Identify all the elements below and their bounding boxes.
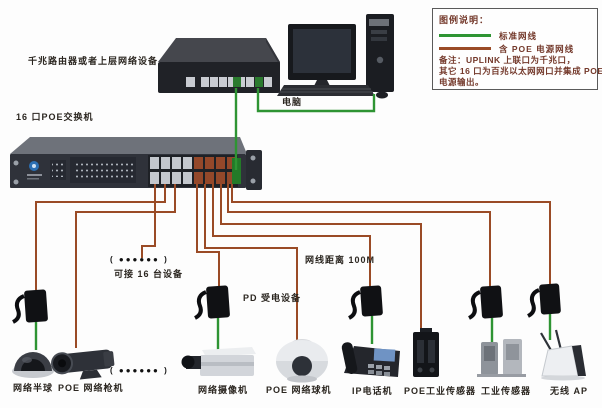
standard-cable-swatch xyxy=(439,34,491,37)
poe-cable-ap xyxy=(231,184,551,286)
uplink-port-icon xyxy=(232,158,241,184)
poe-cable-dome xyxy=(35,184,166,290)
router-device-icon xyxy=(158,38,280,93)
device-label-dome: 网络半球 xyxy=(13,383,54,393)
pd-adapter-icon xyxy=(527,283,561,318)
device-label-bullet: POE 网络枪机 xyxy=(58,383,124,393)
poe-cable-more-devices xyxy=(141,184,156,258)
poe-industrial-sensor-icon xyxy=(413,328,439,377)
device-label-poe-sensor: POE工业传感器 xyxy=(404,386,477,396)
legend-note-line2: 其它 16 口为百兆以太网网口并集成 POE xyxy=(439,66,602,76)
pd-adapter-icon xyxy=(194,285,230,320)
device-label-ipphone: IP电话机 xyxy=(352,386,393,396)
ip-phone-icon xyxy=(341,342,400,377)
bullet-camera-icon xyxy=(51,349,115,380)
computer-icon xyxy=(277,14,394,99)
pd-adapter-icon xyxy=(12,289,48,324)
poe-cable-ball xyxy=(204,184,298,342)
device-label-sensor: 工业传感器 xyxy=(481,386,532,396)
legend-note-line3: 电源输出。 xyxy=(439,77,485,87)
pd-adapter-icon xyxy=(348,285,383,320)
legend-item-standard: 标准网线 xyxy=(439,29,592,42)
poe-cable-bullet xyxy=(75,184,176,348)
poe-cable-boxcam xyxy=(196,184,220,288)
dome-camera-icon xyxy=(12,352,54,378)
capacity-label: 可接 16 台设备 xyxy=(114,269,184,279)
poe-switch-icon xyxy=(10,137,262,190)
poe-cable-ipphone xyxy=(212,184,371,288)
device-label-boxcam: 网络摄像机 xyxy=(198,385,249,395)
more-devices-dots: ( ●●●●●● ) xyxy=(110,255,169,264)
legend-title: 图例说明： xyxy=(439,15,490,25)
device-label-ball: POE 网络球机 xyxy=(266,385,332,395)
pd-device-label: PD 受电设备 xyxy=(243,293,302,303)
more-cameras-dots: ( ●●●●●● ) xyxy=(110,366,169,375)
box-camera-icon xyxy=(181,347,256,376)
standard-cable-router-pc xyxy=(256,88,376,113)
legend-item-poe: 含 POE 电源网线 xyxy=(439,42,592,55)
switch-label: 16 口POE交换机 xyxy=(16,112,94,122)
cable-distance-label: 网线距离 100M xyxy=(305,255,376,265)
device-label-ap: 无线 AP xyxy=(550,386,589,396)
computer-label: 电脑 xyxy=(282,97,303,107)
poe-cables xyxy=(35,184,551,348)
legend-item-label: 标准网线 xyxy=(499,30,538,41)
poe-cable-poe-sensor xyxy=(220,184,422,336)
poe-cable-sensor xyxy=(227,184,491,288)
standard-cables xyxy=(34,88,552,352)
legend-item-label: 含 POE 电源网线 xyxy=(499,43,575,54)
legend-box: 图例说明： 标准网线 含 POE 电源网线 备注：UPLINK 上联口为千兆口，… xyxy=(432,8,602,90)
legend-note-line1: 备注：UPLINK 上联口为千兆口， xyxy=(439,55,576,65)
industrial-sensor-icon xyxy=(477,339,526,377)
pd-adapter-icon xyxy=(468,285,503,320)
poe-cable-swatch xyxy=(439,47,491,50)
router-label: 千兆路由器或者上层网络设备 xyxy=(28,56,159,66)
ball-camera-icon xyxy=(276,339,328,383)
pd-adapters xyxy=(12,283,561,324)
wireless-ap-icon xyxy=(540,329,586,381)
